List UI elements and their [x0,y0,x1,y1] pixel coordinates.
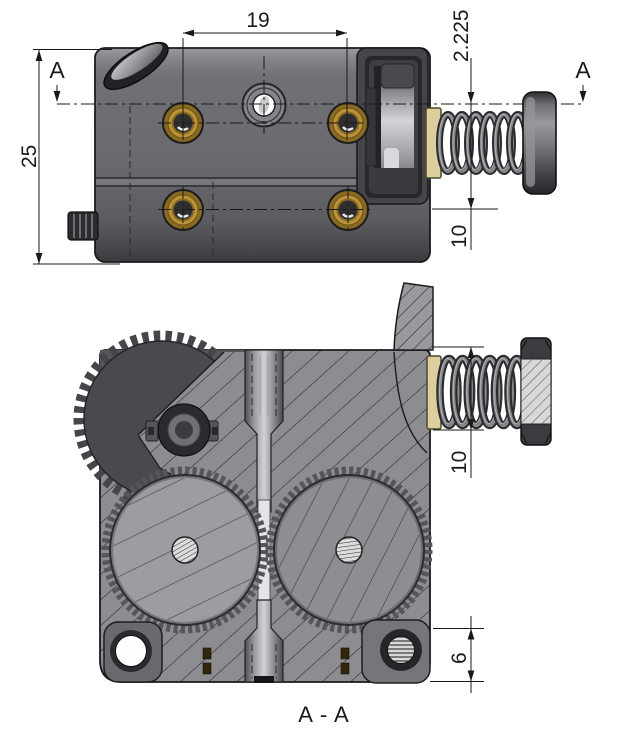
bearing [145,403,219,457]
dim-row-spacing: 10 [448,225,471,248]
tensioner-block [356,47,429,205]
mounting-hole [103,621,163,683]
filament-channel-lower [244,599,284,683]
section-marker-right: A [575,57,591,83]
dim-path-offset: 2.225 [450,9,473,62]
drive-gear-left [101,466,269,634]
section-title: A - A [298,702,349,727]
dim-screw-offset: 6 [448,652,471,664]
thumbscrew-head [522,91,557,195]
top-view-dimensions: 19 25 2.225 10 A A [18,9,591,265]
filament-channel-upper [244,349,284,513]
screw-boss [361,619,431,684]
top-view: 19 25 2.225 10 A A [18,9,591,265]
dim-body-height: 25 [18,145,41,168]
corner-chamfer [103,41,169,91]
section-marker-left: A [49,57,65,83]
section-view: 10 6 A - A [73,282,552,727]
dim-spring-od: 10 [448,451,471,474]
side-nub [67,211,99,241]
tension-spring [439,115,527,172]
drive-gear-right [265,466,433,634]
idler-arm [393,282,434,454]
tension-spring-section [440,359,527,426]
section-view-dimensions: 10 6 [430,346,484,693]
dim-hole-spacing: 19 [246,9,269,32]
set-screw-marks [202,647,350,675]
thumbscrew-head-section [520,337,552,446]
